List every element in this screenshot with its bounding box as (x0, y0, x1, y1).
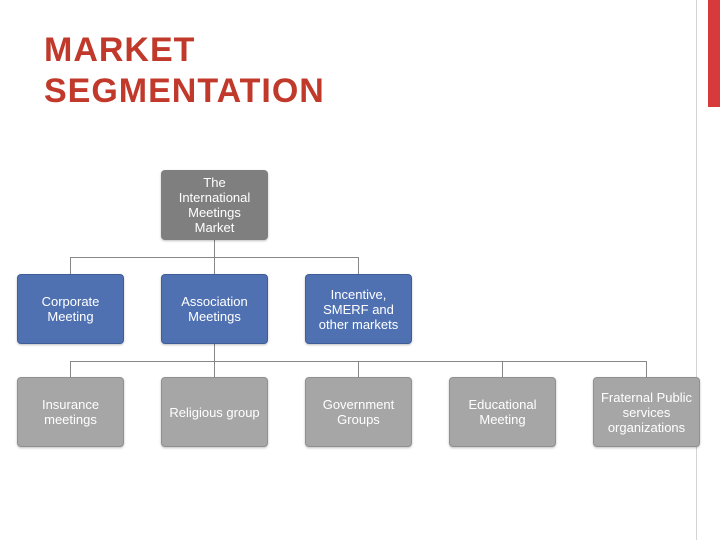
connector (214, 257, 215, 274)
segment-node: Incentive, SMERF and other markets (305, 274, 412, 344)
root-node: The International Meetings Market (161, 170, 268, 240)
accent-bar (708, 0, 720, 107)
node-label: Insurance meetings (41, 397, 100, 427)
connector (214, 361, 215, 377)
connector (358, 361, 359, 377)
connector (70, 257, 71, 274)
connector (358, 257, 359, 274)
node-label: Government Groups (322, 397, 395, 427)
slide-title: MARKET SEGMENTATION (44, 31, 325, 110)
connector (214, 344, 215, 361)
node-label: Association Meetings (181, 294, 248, 324)
node-label: Educational Meeting (468, 397, 537, 427)
subsegment-node: Educational Meeting (449, 377, 556, 447)
subsegment-node: Insurance meetings (17, 377, 124, 447)
connector (502, 361, 503, 377)
node-label: Religious group (169, 404, 260, 420)
node-label: Fraternal Public services organizations (600, 389, 693, 435)
subsegment-node: Religious group (161, 377, 268, 447)
subsegment-node: Fraternal Public services organizations (593, 377, 700, 447)
connector (646, 361, 647, 377)
node-label: Incentive, SMERF and other markets (318, 286, 399, 332)
side-divider (696, 0, 697, 540)
connector (70, 361, 71, 377)
segment-node: Corporate Meeting (17, 274, 124, 344)
segment-node: Association Meetings (161, 274, 268, 344)
node-label: The International Meetings Market (178, 175, 251, 235)
subsegment-node: Government Groups (305, 377, 412, 447)
node-label: Corporate Meeting (41, 294, 100, 324)
connector (214, 240, 215, 258)
